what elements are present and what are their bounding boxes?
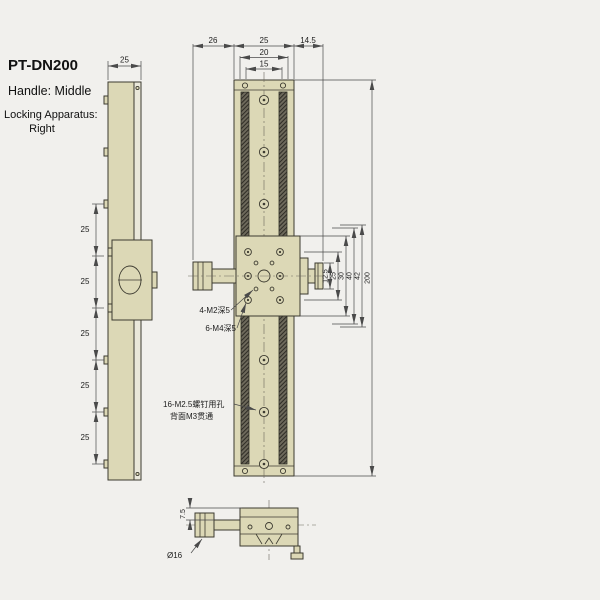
side-screw-tabs xyxy=(103,95,109,469)
left-view-dimensions: 25 25 25 25 25 25 xyxy=(81,56,142,465)
label-16-m2-5-line2: 背面M3贯通 xyxy=(170,411,213,421)
carriage-m2-holes xyxy=(253,260,275,292)
end-hole xyxy=(247,524,253,530)
product-title: PT-DN200 xyxy=(8,57,78,74)
carriage-tab xyxy=(107,247,113,257)
dim-200: 200 xyxy=(365,272,372,284)
dovetail-ways xyxy=(255,533,283,545)
end-hole xyxy=(285,524,291,530)
locking-note-line1: Locking Apparatus: xyxy=(4,109,98,121)
end-screw xyxy=(135,85,140,91)
front-view: 26 25 14.5 20 15 12.5 25 30 40 42 200 xyxy=(163,36,376,484)
carriage-plan xyxy=(188,235,328,317)
dim-pitch-3: 25 xyxy=(81,329,90,338)
header: PT-DN200 Handle: Middle Locking Apparatu… xyxy=(4,57,98,135)
dim-pitch-5: 25 xyxy=(81,433,90,442)
dim-42: 42 xyxy=(355,272,362,280)
bottom-view-dimensions: 7.5 Ø16 xyxy=(167,498,242,560)
dim-pitch-1: 25 xyxy=(81,225,90,234)
dim-7-5: 7.5 xyxy=(180,509,187,519)
front-view-labels: 4-M2深5 6-M4深5 16-M2.5螺钉用孔 背面M3贯通 xyxy=(163,289,257,421)
lock-knob-end xyxy=(290,552,304,560)
carriage-tab xyxy=(107,303,113,313)
dim-26: 26 xyxy=(209,36,218,45)
dim-15: 15 xyxy=(260,60,269,69)
label-16-m2-5-line1: 16-M2.5螺钉用孔 xyxy=(163,399,224,409)
dim-left-top: 25 xyxy=(120,56,129,65)
dim-12-5: 12.5 xyxy=(323,269,330,283)
bottom-view: 7.5 Ø16 xyxy=(167,498,316,560)
front-view-right-dimensions: 12.5 25 30 40 42 200 xyxy=(294,79,376,477)
leadscrew-bore xyxy=(265,522,273,530)
dim-diameter-16: Ø16 xyxy=(167,551,183,560)
dim-30: 30 xyxy=(339,272,346,280)
handle-knob-end xyxy=(194,512,215,538)
pitch-chain: 25 25 25 25 25 xyxy=(81,203,104,465)
dim-20: 20 xyxy=(260,48,269,57)
handle-shaft-end xyxy=(213,519,241,531)
locking-note-line2: Right xyxy=(29,123,55,135)
dim-pitch-2: 25 xyxy=(81,277,90,286)
dim-25b: 25 xyxy=(331,272,338,280)
lock-screw-side xyxy=(151,271,158,289)
label-6-m4: 6-M4深5 xyxy=(205,324,236,333)
end-screw xyxy=(135,471,140,477)
strip-end-screws xyxy=(241,82,287,475)
dim-40: 40 xyxy=(347,272,354,280)
lock-shaft-end xyxy=(293,545,301,554)
dim-25: 25 xyxy=(260,36,269,45)
left-view-body xyxy=(103,81,158,481)
dim-14-5: 14.5 xyxy=(300,36,316,45)
front-view-top-dimensions: 26 25 14.5 20 15 xyxy=(192,36,324,261)
carriage-side xyxy=(107,239,158,321)
label-4-m2: 4-M2深5 xyxy=(199,306,230,315)
mounting-holes xyxy=(258,94,270,470)
dim-pitch-4: 25 xyxy=(81,381,90,390)
handle-note: Handle: Middle xyxy=(8,84,91,98)
left-view: 25 25 25 25 25 25 xyxy=(81,56,158,481)
